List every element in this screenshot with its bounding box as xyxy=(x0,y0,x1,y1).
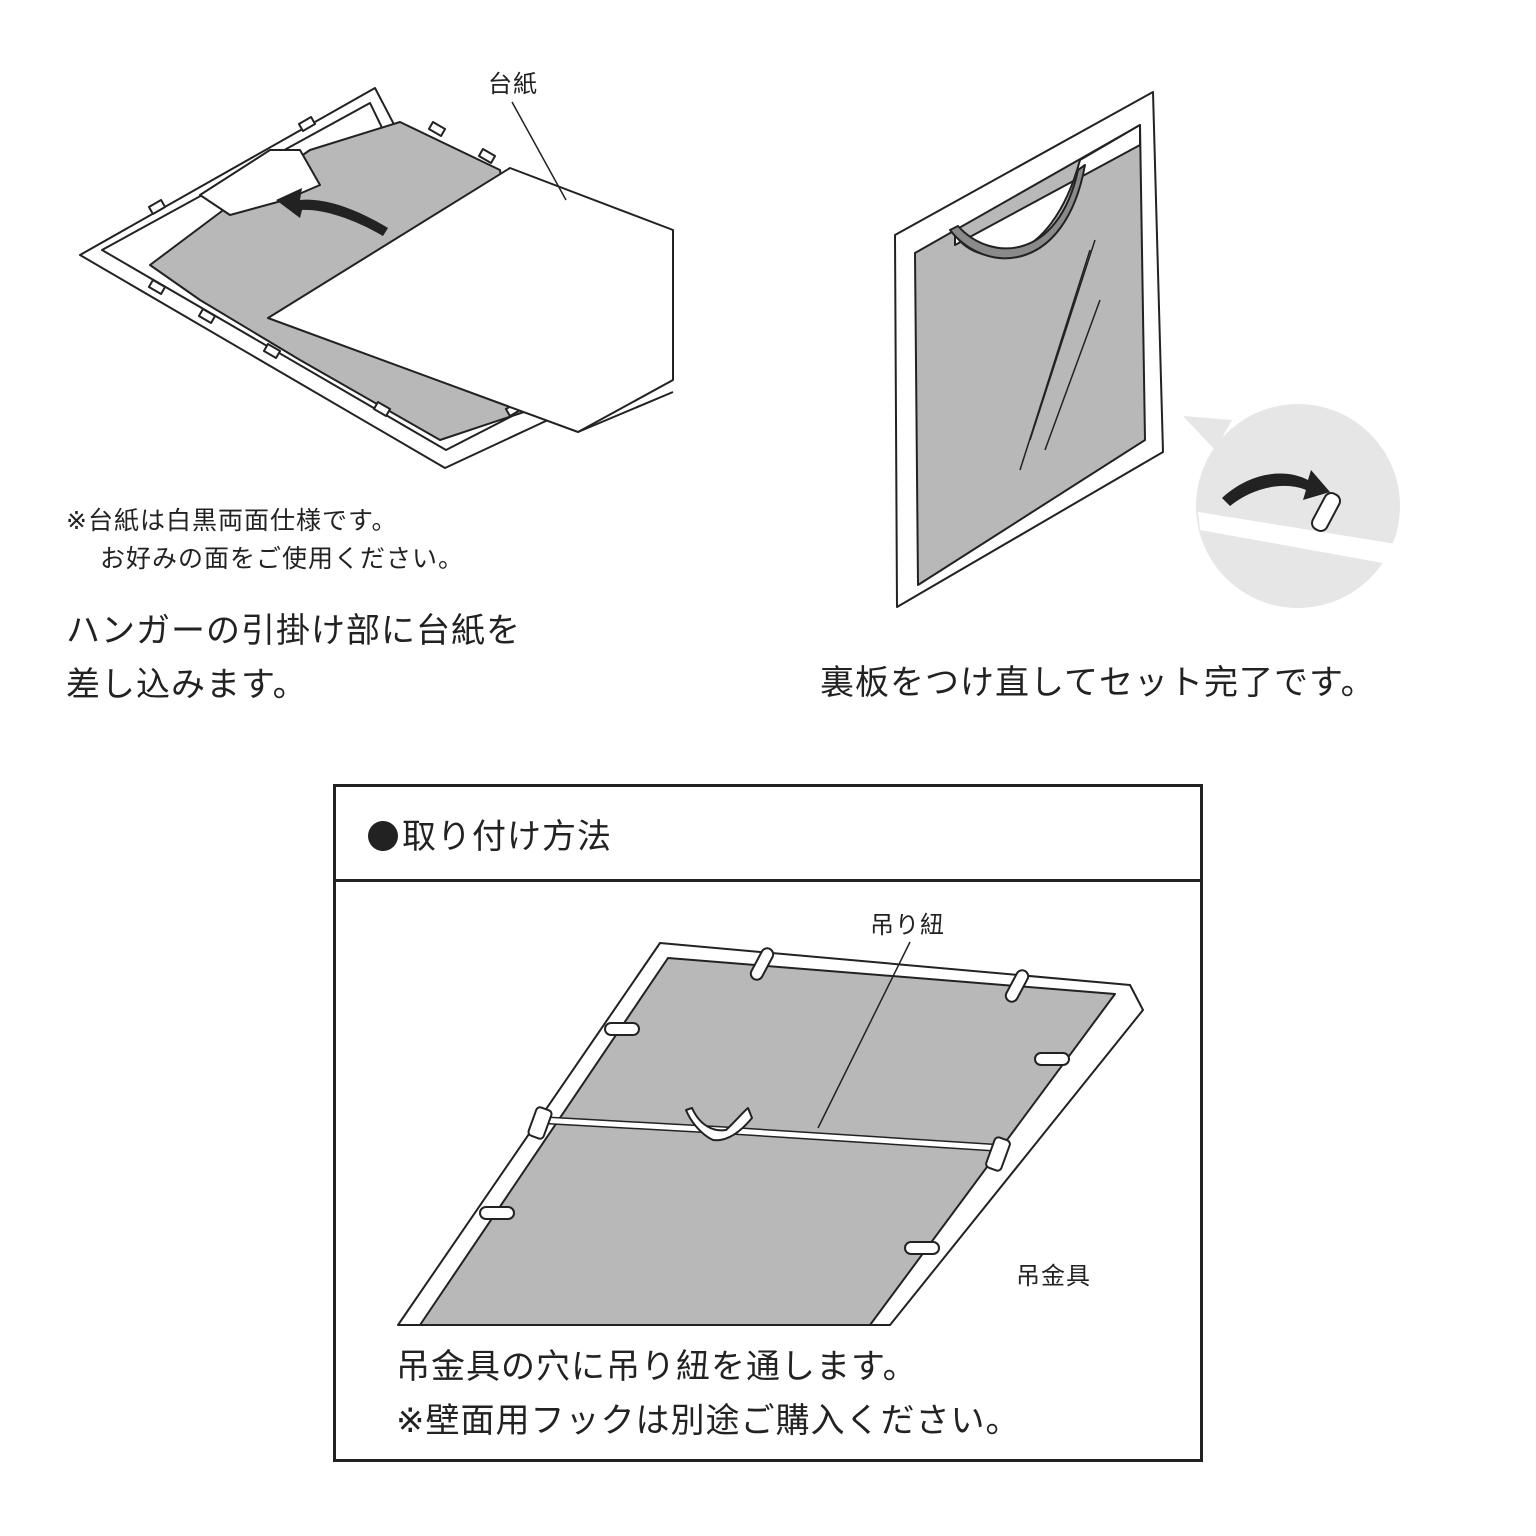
hanging-cord-label: 吊り紐 xyxy=(870,911,945,939)
caption-line: ハンガーの引掛け部に台紙を xyxy=(66,611,521,651)
frame-clips xyxy=(147,116,524,417)
zoom-board-edge xyxy=(1198,512,1396,565)
zoom-clip xyxy=(1311,492,1341,532)
hanger-bracket-left xyxy=(527,1106,553,1140)
mounting-method-header: 取り付け方法 xyxy=(336,787,1200,882)
turn-arrow xyxy=(1222,470,1330,506)
frame-insert-illustration xyxy=(79,87,674,469)
cord-knot xyxy=(685,1107,753,1142)
note-line: ※台紙は白黒両面仕様です。 xyxy=(66,506,398,535)
bullet-icon xyxy=(368,821,398,851)
mounting-method-title: 取り付け方法 xyxy=(368,809,612,858)
zoom-circle xyxy=(1196,404,1400,608)
mounting-method-box: 取り付け方法 xyxy=(333,784,1203,1462)
cord-leader-line xyxy=(817,941,911,1129)
insert-arrow xyxy=(276,188,388,236)
back-clips xyxy=(479,947,1070,1255)
back-board xyxy=(419,957,1116,1326)
finished-frame-illustration xyxy=(894,91,1400,608)
note-line: お好みの面をご使用ください。 xyxy=(100,544,465,573)
mount-board-label: 台紙 xyxy=(488,70,538,98)
mount-board-note: ※台紙は白黒両面仕様です。 お好みの面をご使用ください。 xyxy=(66,502,464,578)
collar-band xyxy=(949,164,1086,260)
step-finish-caption: 裏板をつけ直してセット完了です。 xyxy=(820,663,1376,703)
mount-leader-line xyxy=(511,101,567,201)
caption-line: 吊金具の穴に吊り紐を通します。 xyxy=(396,1347,918,1387)
caption-line: ※壁面用フックは別途ご購入ください。 xyxy=(396,1401,1021,1441)
mount-board-sheet xyxy=(267,167,674,433)
step-insert-caption: ハンガーの引掛け部に台紙を 差し込みます。 xyxy=(66,604,521,712)
hanger-collar xyxy=(199,149,321,216)
mounting-illustration xyxy=(397,941,1144,1326)
hanger-bracket-right xyxy=(985,1136,1011,1172)
title-text: 取り付け方法 xyxy=(402,817,612,857)
hanger-fitting-label: 吊金具 xyxy=(1016,1262,1091,1290)
mounting-caption: 吊金具の穴に吊り紐を通します。 ※壁面用フックは別途ご購入ください。 xyxy=(396,1340,1021,1448)
caption-line: 差し込みます。 xyxy=(66,665,308,705)
